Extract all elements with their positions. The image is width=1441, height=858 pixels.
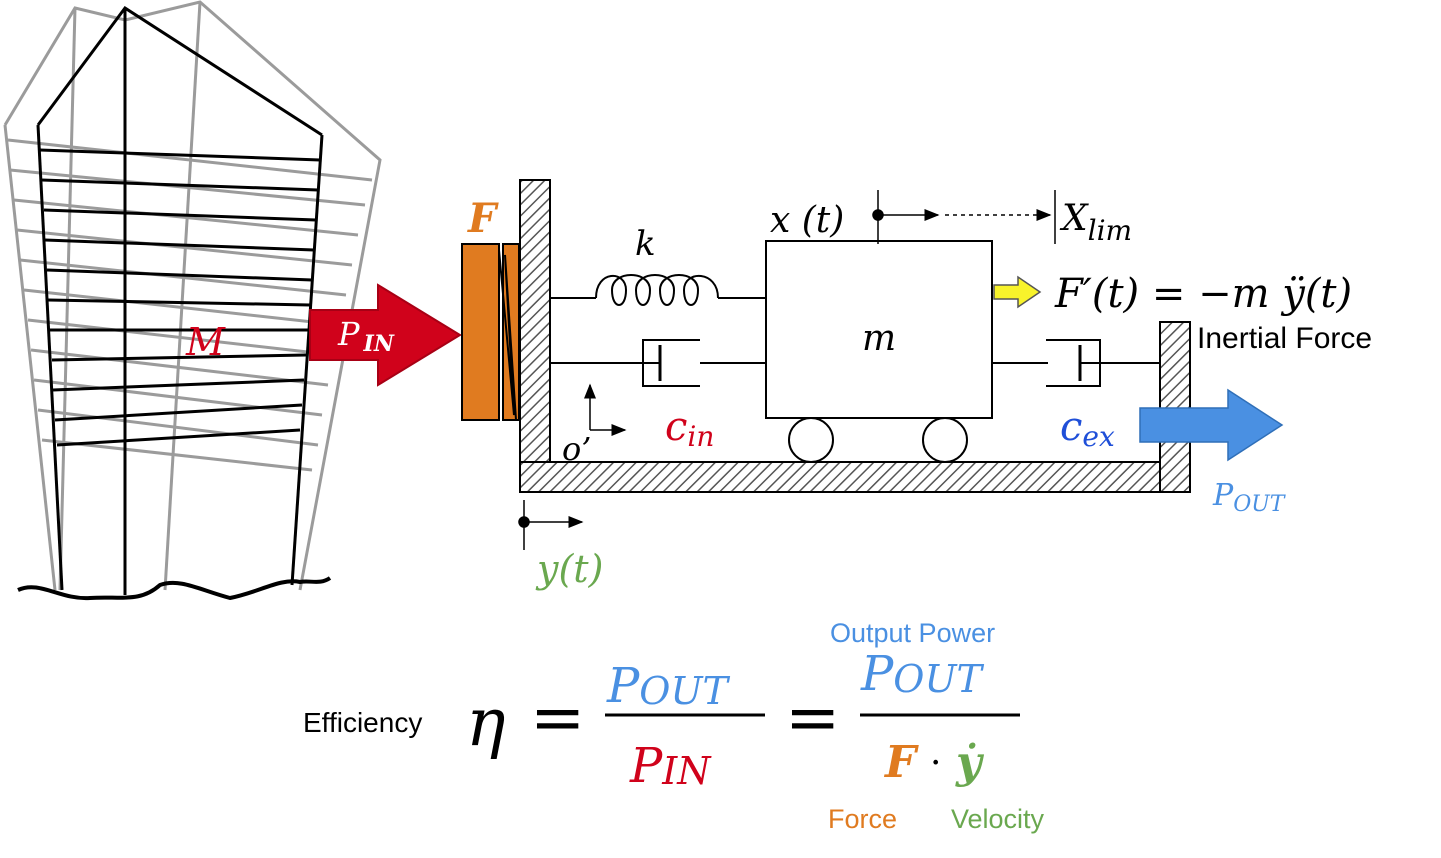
p-in-arrow-sub: IN [363, 331, 395, 357]
fraction-1-denominator-sub: IN [661, 749, 712, 793]
c-ex-symbol: c [1060, 404, 1082, 450]
equals-2: = [785, 679, 840, 756]
ground-displacement-indicator [518, 500, 584, 550]
spring-k [550, 274, 766, 306]
ground-line [17, 576, 332, 601]
p-out-label-sub: OUT [1233, 492, 1287, 517]
x-t-label: x (t) [770, 200, 844, 241]
y-t-label: y(t) [535, 547, 603, 591]
force-caption: Force [828, 804, 897, 834]
x-lim-sub: lim [1088, 214, 1132, 247]
fraction-1-numerator-sub: OUT [639, 669, 730, 713]
inertial-force-label: Inertial Force [1197, 322, 1372, 355]
output-power-label: Output Power [830, 618, 995, 648]
force-label: F [467, 195, 499, 242]
c-in-sub: in [687, 420, 714, 453]
building-floors [39, 148, 321, 447]
fraction-2-numerator: POUT [860, 646, 984, 702]
fraction-1-denominator-symbol: P [629, 738, 663, 794]
fraction-1-numerator-symbol: P [606, 658, 640, 714]
equals-1: = [530, 679, 585, 756]
origin-label: o’ [562, 430, 591, 468]
velocity-symbol: ẏ [955, 737, 985, 788]
efficiency-formula: Efficiency η = POUT PIN = Output Power P… [303, 618, 1045, 834]
fraction-2-numerator-symbol: P [860, 646, 894, 702]
x-lim-symbol: X [1059, 198, 1089, 239]
building-ghost-floors [7, 138, 373, 472]
efficiency-label: Efficiency [303, 707, 422, 738]
fraction-1-numerator: POUT [606, 658, 730, 714]
c-ex-sub: ex [1082, 420, 1115, 453]
frame [519, 179, 1191, 493]
velocity-caption: Velocity [951, 804, 1045, 834]
inertial-equation: F′(t) = −m ÿ(t) [1054, 271, 1352, 317]
c-in-label: cin [665, 404, 714, 453]
p-out-label: POUT [1212, 478, 1287, 517]
c-ex-label: cex [1060, 404, 1115, 453]
p-in-arrow-symbol: P [337, 315, 360, 353]
damper-c-in [550, 339, 766, 387]
building-ghost [3, 0, 382, 591]
dot-operator: · [930, 743, 941, 784]
fraction-1-denominator: PIN [629, 738, 712, 794]
damper-c-ex [992, 339, 1160, 387]
building-mass-label: M [185, 320, 226, 364]
building [17, 5, 332, 601]
mass-label: m [862, 318, 896, 359]
spring-k-label: k [635, 224, 656, 264]
x-lim-label: Xlim [1059, 198, 1132, 247]
inertial-force-arrow [993, 275, 1042, 309]
mass-block [765, 240, 993, 463]
p-out-label-symbol: P [1212, 478, 1234, 513]
origin-axes [584, 383, 627, 436]
displacement-indicator [872, 190, 1056, 244]
p-out-arrow [1139, 388, 1284, 462]
svg-text:PIN: PIN [337, 315, 395, 357]
eta-symbol: η [466, 684, 506, 761]
c-in-symbol: c [665, 404, 687, 450]
force-actuator [461, 243, 520, 421]
fraction-2-numerator-sub: OUT [893, 657, 984, 701]
force-symbol: F [883, 737, 919, 788]
